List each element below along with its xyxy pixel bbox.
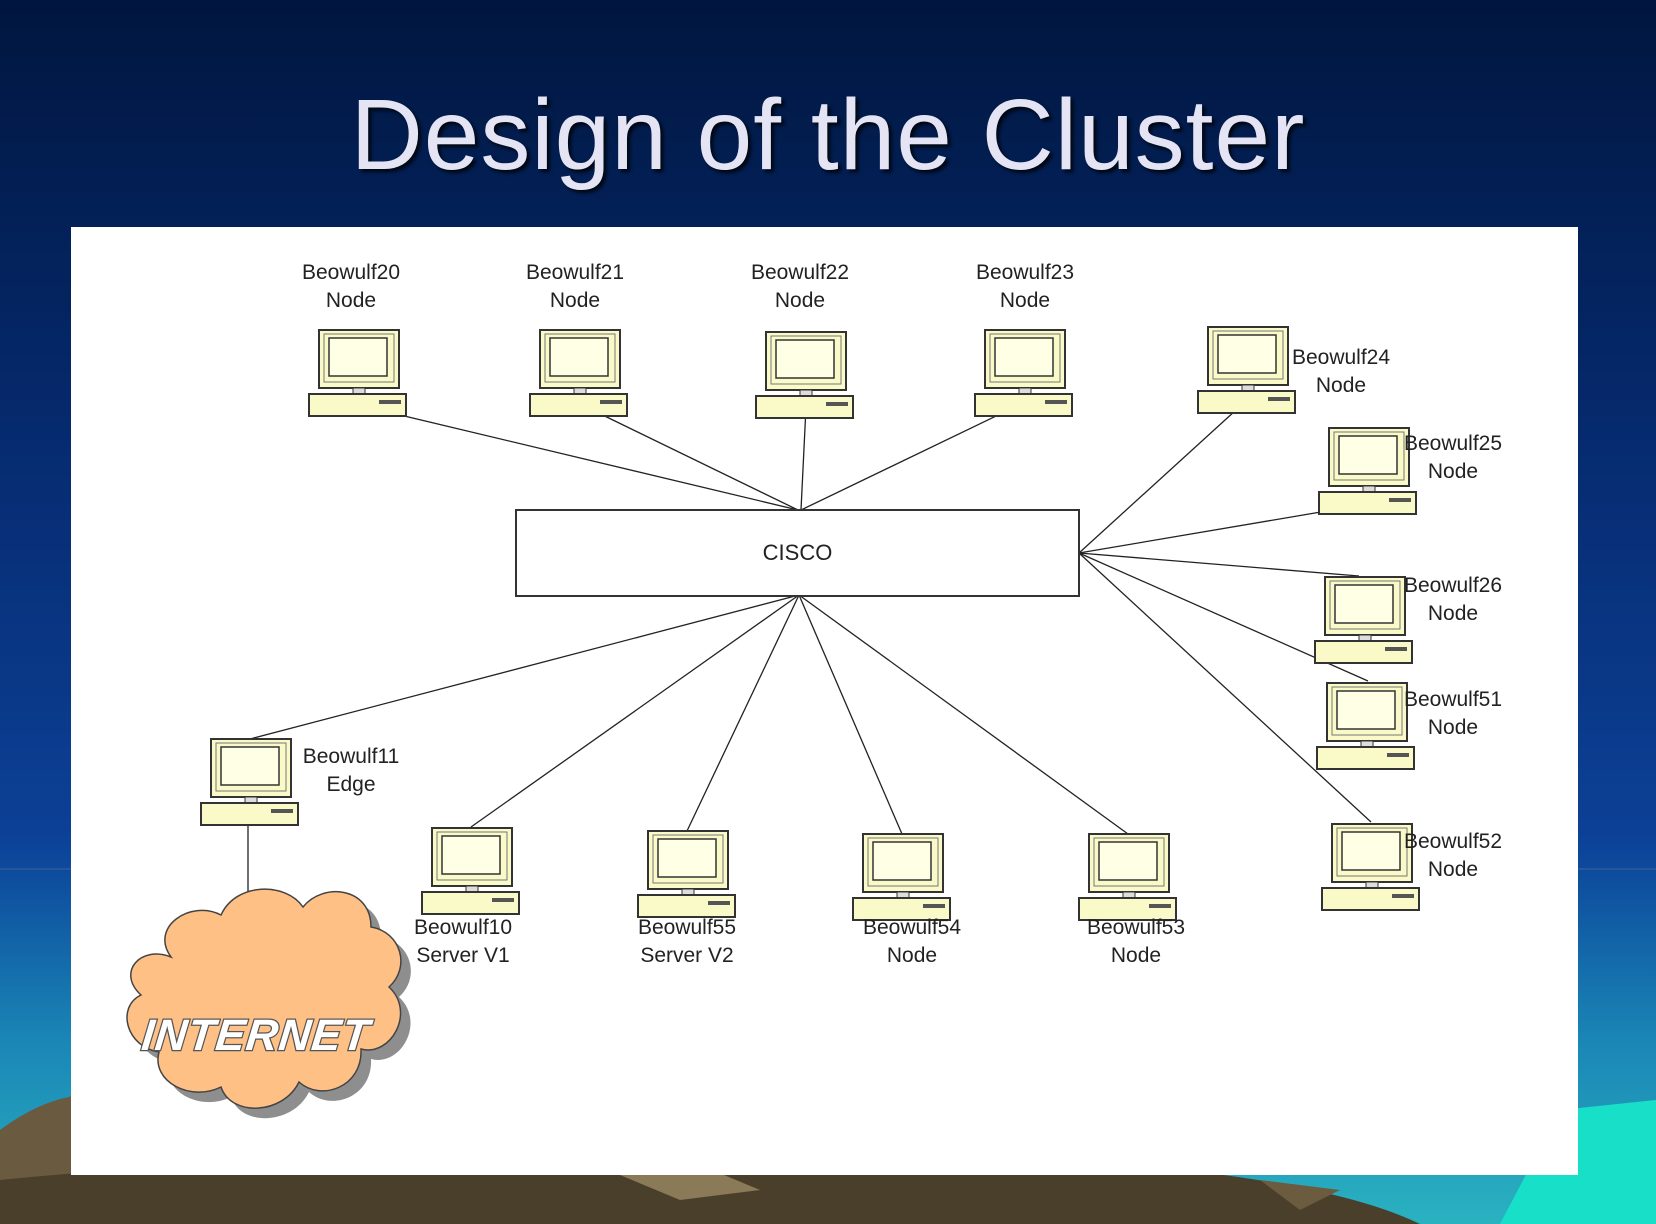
computer-icon <box>637 830 736 918</box>
link-beowulf54 <box>798 594 903 835</box>
cisco-switch <box>515 509 1080 597</box>
cisco-label: CISCO <box>762 540 833 565</box>
link-beowulf23 <box>800 403 1022 511</box>
link-beowulf55 <box>686 594 800 832</box>
link-beowulf24 <box>1078 399 1248 554</box>
computer-icon <box>755 331 854 419</box>
computer-icon <box>852 833 951 921</box>
slide-title: Design of the Cluster <box>350 79 1306 191</box>
internet-label: INTERNET <box>139 1011 375 1060</box>
computer-icon <box>529 329 628 417</box>
computer-icon <box>308 329 407 417</box>
link-beowulf26 <box>1078 552 1360 577</box>
link-beowulf52 <box>1078 552 1372 823</box>
link-beowulf53 <box>798 594 1129 835</box>
cloud-icon: INTERNET <box>126 888 411 1119</box>
computer-icon <box>974 329 1073 417</box>
link-lines <box>247 399 1372 947</box>
link-beowulf22 <box>800 406 807 511</box>
network-diagram: INTERNET <box>126 326 1420 1119</box>
link-beowulf11 <box>249 594 800 740</box>
computer-icon <box>1078 833 1177 921</box>
computer-icon <box>421 827 520 915</box>
link-beowulf10 <box>470 594 800 828</box>
link-beowulf21 <box>579 403 799 511</box>
link-beowulf20 <box>353 403 799 511</box>
